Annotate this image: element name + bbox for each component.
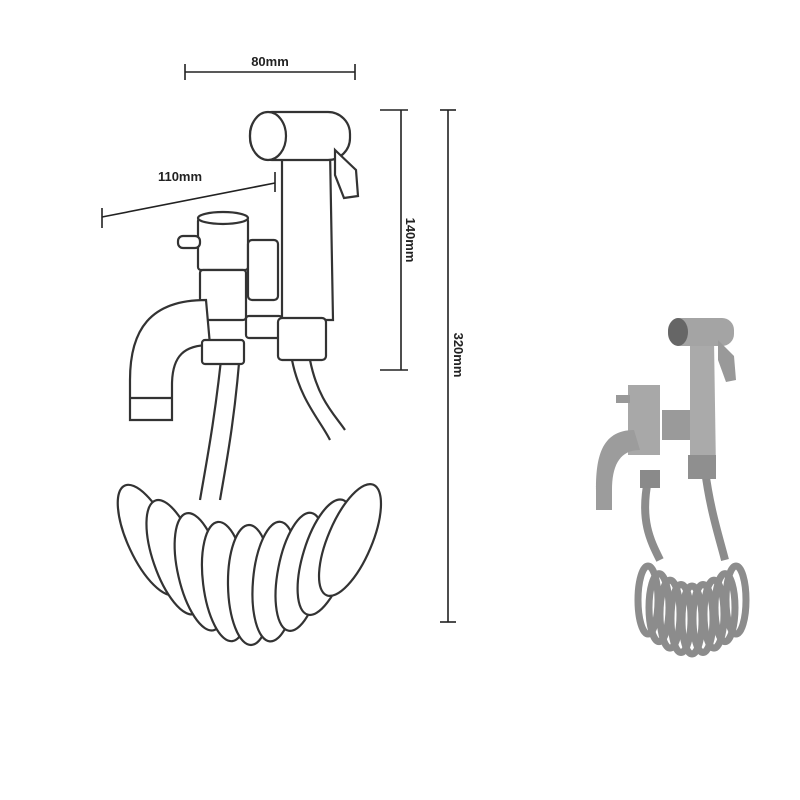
- dimension-label-80mm: 80mm: [251, 54, 289, 69]
- product-photo: [596, 318, 750, 658]
- hose-coil-drawing: [116, 349, 383, 647]
- faucet-drawing: [128, 110, 360, 422]
- dimension-140mm: 140mm: [380, 109, 418, 371]
- photo-hose-coil-loop: [722, 562, 750, 638]
- dimension-label-110mm: 110mm: [158, 169, 202, 184]
- dimension-320mm: 320mm: [440, 109, 466, 623]
- dimension-label-140mm: 140mm: [403, 218, 418, 263]
- dimension-80mm: 80mm: [184, 54, 356, 80]
- dimension-110mm: 110mm: [101, 169, 276, 228]
- dimension-label-320mm: 320mm: [451, 333, 466, 378]
- hose-coil-loop: [317, 483, 383, 597]
- photo-hose-coil-loop: [711, 570, 739, 646]
